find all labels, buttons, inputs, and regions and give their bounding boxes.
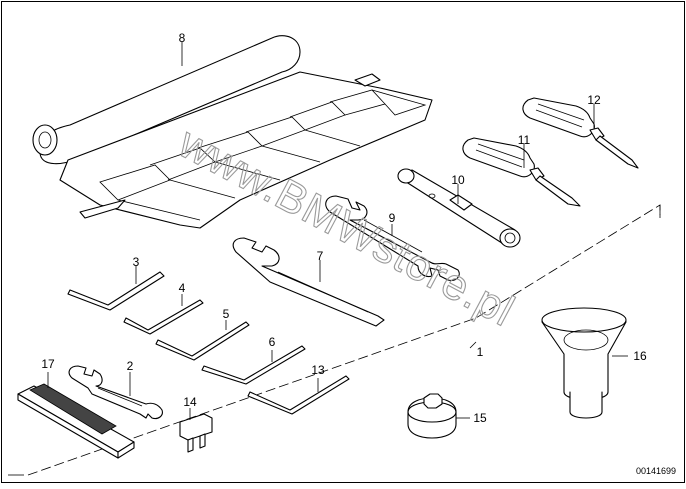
callout-1: 1 <box>477 345 484 359</box>
callout-2: 2 <box>127 359 134 373</box>
callout-11: 11 <box>518 133 531 147</box>
callout-3: 3 <box>133 255 140 269</box>
open-end-wrench-long <box>232 237 385 327</box>
screwdriver-12 <box>522 97 639 169</box>
tool-tray-insert <box>17 372 135 459</box>
callout-17: 17 <box>41 357 55 371</box>
callout-10: 10 <box>451 173 465 187</box>
leader-1 <box>469 341 477 349</box>
callout-6: 6 <box>269 335 276 349</box>
document-number: 00141699 <box>636 466 676 476</box>
screwdriver-11 <box>462 137 581 207</box>
callout-13: 13 <box>311 363 325 377</box>
socket-adapter <box>407 393 470 439</box>
combination-wrench <box>325 195 460 281</box>
callout-14: 14 <box>183 395 197 409</box>
open-end-wrench-small <box>68 365 163 420</box>
hex-key-13 <box>247 375 350 415</box>
box-spanner-tube <box>397 168 521 248</box>
callout-9: 9 <box>389 211 396 225</box>
callout-7: 7 <box>317 249 324 263</box>
hex-key-4 <box>123 294 204 335</box>
fuse-puller <box>179 408 213 453</box>
tool-roll <box>32 35 433 229</box>
suction-cup <box>541 307 628 419</box>
callout-4: 4 <box>179 281 186 295</box>
hex-key-6 <box>201 345 306 385</box>
hex-key-5 <box>155 320 250 361</box>
callout-16: 16 <box>633 349 647 363</box>
hex-key-3 <box>67 266 165 311</box>
callout-5: 5 <box>223 307 230 321</box>
callout-12: 12 <box>587 93 601 107</box>
callout-8: 8 <box>179 31 186 45</box>
callout-15: 15 <box>473 411 487 425</box>
